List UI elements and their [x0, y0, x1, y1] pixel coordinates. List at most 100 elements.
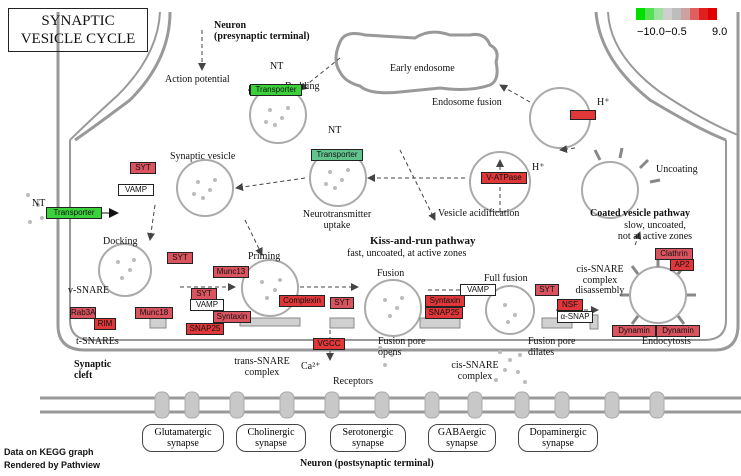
legend-tick-min: −10.0	[637, 26, 665, 38]
label-nt-top: NT	[270, 61, 284, 72]
link-gabaergic-synapse[interactable]: GABAergic synapse	[428, 424, 496, 452]
label-full-fusion: Full fusion	[484, 273, 528, 284]
node-syntaxin-priming[interactable]: Syntaxin	[213, 311, 251, 323]
label-nt-mid: NT	[328, 125, 342, 136]
label-coated-desc-line1: slow, uncoated,	[624, 220, 686, 231]
link-cholinergic-synapse[interactable]: Cholinergic synapse	[236, 424, 306, 452]
label-coated-desc-line2: not at active zones	[617, 230, 693, 242]
label-v-snare: v-SNARE	[68, 285, 110, 296]
node-vamp-fusion[interactable]: VAMP	[460, 284, 496, 296]
label-fusion-pore-dilates: Fusion pore dilates	[528, 336, 576, 358]
node-rim[interactable]: RIM	[94, 318, 116, 330]
link-serotonergic-synapse[interactable]: Serotonergic synapse	[330, 424, 406, 452]
label-disassembly-line3: disassembly	[575, 285, 625, 296]
legend-cell	[681, 8, 690, 20]
node-syt-docking[interactable]: SYT	[167, 252, 193, 264]
node-vamp-vesicle[interactable]: VAMP	[118, 184, 154, 196]
legend-cell	[663, 8, 672, 20]
node-syt-full-fusion[interactable]: SYT	[535, 284, 559, 296]
node-transporter-mid[interactable]: Transporter	[311, 149, 363, 161]
label-docking: Docking	[103, 236, 138, 247]
label-action-potential: Action potential	[165, 74, 230, 85]
node-snap25-priming[interactable]: SNAP25	[186, 323, 224, 335]
label-kiss-and-run: Kiss-and-run pathway	[370, 235, 476, 247]
synapse-suffix: synapse	[352, 438, 384, 449]
label-cis-snare-line2: complex	[457, 370, 493, 382]
footer-line1: Data on KEGG graph	[4, 447, 94, 457]
synapse-suffix: synapse	[446, 438, 478, 449]
synapse-name: GABAergic	[437, 427, 487, 438]
node-syntaxin-fusion[interactable]: Syntaxin	[425, 295, 465, 307]
label-fusion-pore-opens: Fusion pore opens	[378, 336, 426, 358]
label-t-snares: t-SNAREs	[76, 336, 119, 347]
label-uncoating: Uncoating	[656, 164, 698, 175]
node-rab3a[interactable]: Rab3A	[70, 307, 96, 319]
legend-tick-mid: −0.5	[665, 26, 687, 38]
node-munc18[interactable]: Munc18	[135, 307, 173, 319]
legend-tick-max: 9.0	[712, 26, 728, 38]
label-neuron-presynaptic: Neuron (presynaptic terminal)	[214, 20, 310, 42]
legend-cell	[690, 8, 699, 20]
legend-cell	[645, 8, 654, 20]
node-munc13[interactable]: Munc13	[213, 266, 249, 278]
label-pore-opens-line2: opens	[378, 346, 402, 358]
legend-cell	[672, 8, 681, 20]
label-pore-opens-line1: Fusion pore	[378, 336, 426, 347]
label-early-endosome: Early endosome	[390, 63, 455, 74]
node-endosome-pump[interactable]	[570, 110, 596, 120]
label-endosome-fusion: Endosome fusion	[432, 97, 502, 108]
label-nt-uptake-line2: uptake	[323, 219, 351, 231]
label-vesicle-acidification: Vesicle acidification	[438, 208, 520, 219]
label-trans-snare-line1: trans-SNARE	[234, 356, 290, 367]
title-line-1: SYNAPTIC	[41, 13, 115, 29]
title-line-2: VESICLE CYCLE	[20, 31, 136, 47]
label-presynaptic-line2: (presynaptic terminal)	[214, 30, 310, 42]
label-presynaptic-line1: Neuron	[214, 20, 247, 31]
node-ap2[interactable]: AP2	[670, 259, 694, 271]
node-dynamin-1[interactable]: Dynamin	[612, 325, 656, 337]
link-glutamatergic-synapse[interactable]: Glutamatergic synapse	[142, 424, 224, 452]
label-priming: Priming	[248, 251, 281, 262]
node-transporter-left[interactable]: Transporter	[46, 207, 102, 219]
legend-cell	[708, 8, 717, 20]
label-disassembly-line2: complex	[582, 274, 618, 286]
node-syt-fusion[interactable]: SYT	[330, 297, 354, 309]
label-coated-pathway: Coated vesicle pathway	[590, 208, 690, 219]
node-vamp-priming[interactable]: VAMP	[190, 299, 224, 311]
node-transporter-top[interactable]: Transporter	[250, 84, 302, 96]
node-complexin[interactable]: Complexin	[279, 295, 325, 307]
label-pore-dilates-line2: dilates	[528, 346, 555, 358]
label-neuron-postsynaptic: Neuron (postsynaptic terminal)	[300, 458, 434, 469]
node-syt-vesicle[interactable]: SYT	[130, 162, 156, 174]
node-vgcc[interactable]: VGCC	[313, 338, 345, 350]
node-dynamin-2[interactable]: Dynamin	[656, 325, 700, 337]
label-receptors: Receptors	[333, 376, 373, 387]
diagram-title: SYNAPTIC VESICLE CYCLE	[8, 8, 148, 52]
label-kiss-and-run-desc: fast, uncoated, at active zones	[347, 248, 467, 259]
label-pore-dilates-line1: Fusion pore	[528, 336, 576, 347]
label-h-plus-mid: H⁺	[532, 162, 545, 173]
footer-credit: Data on KEGG graph Rendered by Pathview	[4, 446, 100, 472]
label-cleft-line2: cleft	[74, 369, 93, 381]
node-v-atpase[interactable]: V-ATPase	[481, 172, 527, 184]
footer-line2: Rendered by Pathview	[4, 460, 101, 470]
synapse-suffix: synapse	[167, 438, 199, 449]
node-nsf[interactable]: NSF	[557, 299, 583, 311]
synapse-name: Serotonergic	[342, 427, 394, 438]
label-cis-snare-line1: cis-SNARE	[451, 360, 499, 371]
link-dopaminergic-synapse[interactable]: Dopaminergic synapse	[518, 424, 598, 452]
node-snap25-fusion[interactable]: SNAP25	[425, 307, 463, 319]
label-ca: Ca²⁺	[301, 361, 321, 372]
label-synaptic-cleft: Synaptic cleft	[74, 359, 112, 381]
label-cleft-line1: Synaptic	[74, 359, 112, 370]
label-trans-snare-line2: complex	[244, 366, 280, 378]
synapse-name: Cholinergic	[247, 427, 295, 438]
label-endocytosis: Endocytosis	[642, 336, 691, 347]
label-coated-desc: slow, uncoated, not at active zones	[600, 220, 710, 242]
synapse-name: Dopaminergic	[529, 427, 587, 438]
node-alpha-snap[interactable]: α-SNAP	[557, 311, 593, 323]
label-budding: Budding	[285, 81, 320, 92]
legend-cell	[654, 8, 663, 20]
